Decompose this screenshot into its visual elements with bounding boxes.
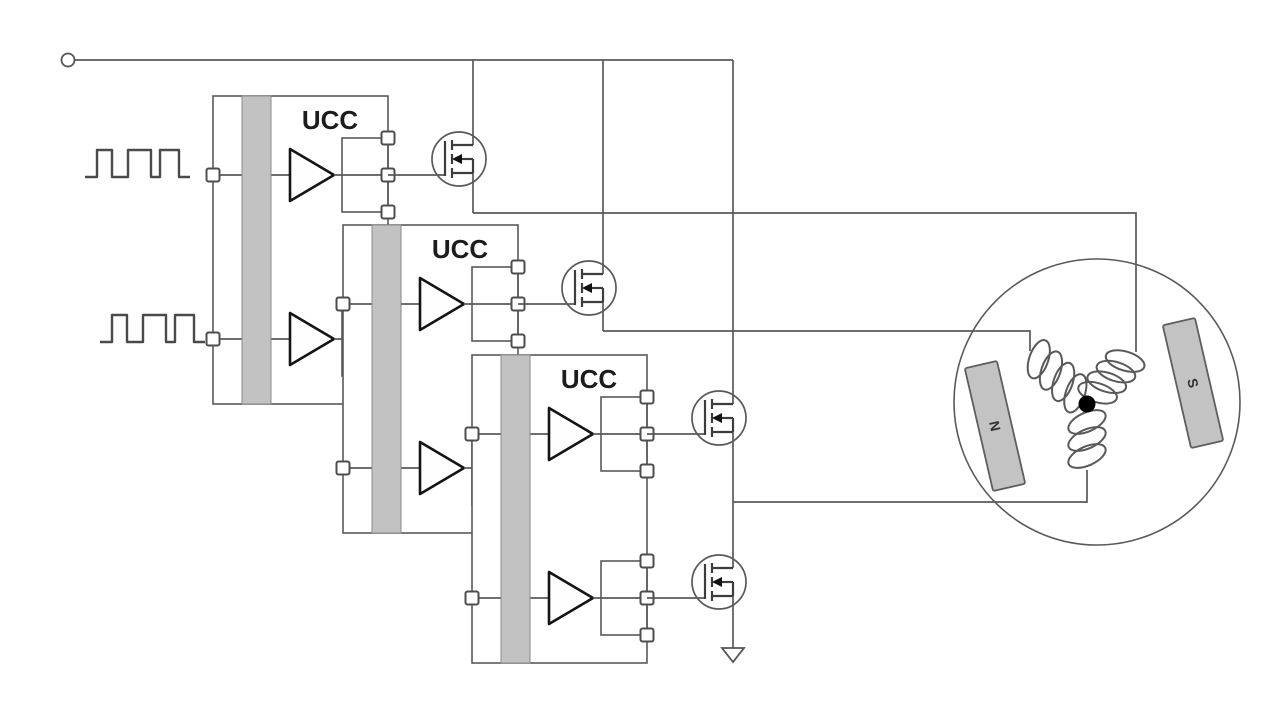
isolation-barrier xyxy=(500,354,531,664)
mosfet-body-circle xyxy=(691,390,747,446)
coil-loop xyxy=(1067,409,1107,435)
magnet-bar xyxy=(1162,317,1224,449)
io-pad xyxy=(380,204,396,220)
mosfet-1 xyxy=(388,60,487,213)
coil-loop xyxy=(1086,370,1128,394)
buffer-triangle xyxy=(418,440,466,496)
coil-loop xyxy=(1067,443,1107,469)
body-diode-arrow-icon xyxy=(582,283,592,293)
wiring xyxy=(60,52,1137,664)
phase-a-wire xyxy=(473,212,1137,352)
buffer-triangle xyxy=(418,276,466,332)
coil-loop xyxy=(1051,361,1076,403)
body-diode-arrow-icon xyxy=(712,413,722,423)
io-pad xyxy=(464,590,480,606)
coil-loop xyxy=(1067,426,1107,452)
phase-c-wire xyxy=(733,470,1088,503)
io-pad xyxy=(464,426,480,442)
ucc-label: UCC xyxy=(302,105,359,135)
io-pad xyxy=(205,331,221,347)
io-pad xyxy=(380,130,396,146)
pwm-input-2-waveform xyxy=(100,313,205,344)
ground-symbol xyxy=(720,647,746,664)
coil-loop xyxy=(1095,359,1137,384)
mosfet-3 xyxy=(647,60,747,502)
stator-coil-2 xyxy=(1026,339,1088,414)
buffer-triangle xyxy=(288,147,336,203)
io-pad xyxy=(510,333,526,349)
mosfet-body-circle xyxy=(691,554,747,610)
body-diode-arrow-icon xyxy=(712,577,722,587)
io-pad xyxy=(639,389,655,405)
stator-coil-1 xyxy=(1077,349,1146,405)
stator-coil-3 xyxy=(1067,409,1107,469)
buffer-triangle xyxy=(288,311,336,367)
io-pad xyxy=(335,460,351,476)
io-pad xyxy=(639,553,655,569)
isolation-barrier xyxy=(371,224,402,534)
magnet-s: S xyxy=(1162,317,1224,449)
buffer-triangle xyxy=(547,570,595,626)
motor: NS xyxy=(953,258,1241,546)
mosfet-body-circle xyxy=(561,260,617,316)
io-pad xyxy=(639,463,655,479)
magnet-pole-label: N xyxy=(986,419,1004,432)
ucc-label: UCC xyxy=(432,234,489,264)
buffer-triangle xyxy=(547,406,595,462)
magnet-n: N xyxy=(964,360,1026,492)
io-pad xyxy=(205,167,221,183)
magnet-pole-label: S xyxy=(1184,377,1202,390)
magnet-bar xyxy=(964,360,1026,492)
mosfet-4 xyxy=(647,502,747,648)
pwm-input-1-waveform xyxy=(85,148,190,179)
mosfet-body-circle xyxy=(431,131,487,187)
motor-circle xyxy=(953,258,1241,546)
isolation-barrier xyxy=(241,95,272,405)
supply-terminal xyxy=(60,52,76,68)
io-pad xyxy=(335,296,351,312)
coil-loop xyxy=(1038,350,1064,391)
coil-loop xyxy=(1104,349,1146,373)
io-pad xyxy=(639,627,655,643)
ucc-label: UCC xyxy=(561,364,618,394)
driver-block-3: UCC xyxy=(464,354,655,664)
phase-b-wire xyxy=(603,330,1031,351)
star-point-dot xyxy=(1078,395,1096,413)
mosfet-2 xyxy=(518,60,617,331)
coil-loop xyxy=(1026,339,1051,380)
io-pad xyxy=(510,259,526,275)
body-diode-arrow-icon xyxy=(452,154,462,164)
